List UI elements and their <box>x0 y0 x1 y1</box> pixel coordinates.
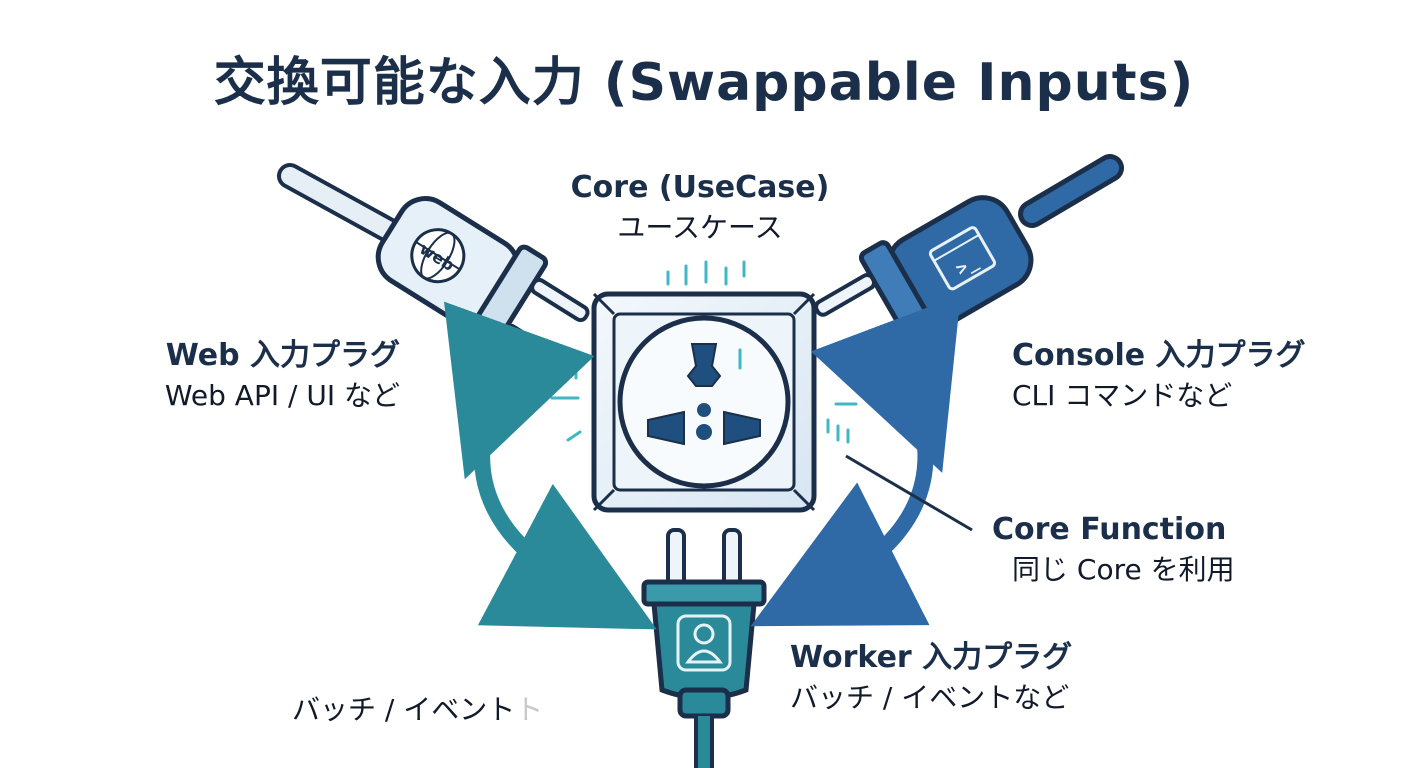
worker-plug <box>641 528 767 768</box>
web-plug: web <box>277 163 590 368</box>
stray-text: バッチ / イベントト <box>292 688 543 728</box>
stray-text-faded: ト <box>515 693 544 726</box>
console-plug-label: Console 入力プラグ CLI コマンドなど <box>1012 336 1372 416</box>
core-heading: Core (UseCase) <box>570 170 830 205</box>
core-sub: ユースケース <box>617 211 783 244</box>
stray-text-main: バッチ / イベント <box>292 693 516 726</box>
core-function-heading: Core Function <box>992 512 1227 547</box>
worker-plug-label: Worker 入力プラグ バッチ / イベントなど <box>790 638 1170 718</box>
console-plug: >_ <box>814 154 1124 367</box>
core-function-label: Core Function 同じ Core を利用 <box>992 510 1292 590</box>
terminal-icon: >_ <box>928 226 997 291</box>
core-label: Core (UseCase) ユースケース <box>540 168 860 248</box>
web-plug-sub: Web API / UI など <box>164 379 400 412</box>
user-icon <box>676 614 732 672</box>
web-plug-heading: Web 入力プラグ <box>165 338 400 373</box>
core-function-connector <box>845 454 973 532</box>
web-plug-label: Web 入力プラグ Web API / UI など <box>100 336 400 416</box>
worker-plug-heading: Worker 入力プラグ <box>790 640 1073 675</box>
socket-icon <box>591 291 817 513</box>
arrow-icon <box>443 294 961 630</box>
worker-plug-sub: バッチ / イベントなど <box>790 681 1070 714</box>
console-plug-heading: Console 入力プラグ <box>1012 338 1306 373</box>
core-function-sub: 同じ Core を利用 <box>1012 553 1235 586</box>
console-plug-sub: CLI コマンドなど <box>1012 379 1233 412</box>
page-title: 交換可能な入力 (Swappable Inputs) <box>213 53 1195 113</box>
globe-icon: web <box>410 228 466 284</box>
